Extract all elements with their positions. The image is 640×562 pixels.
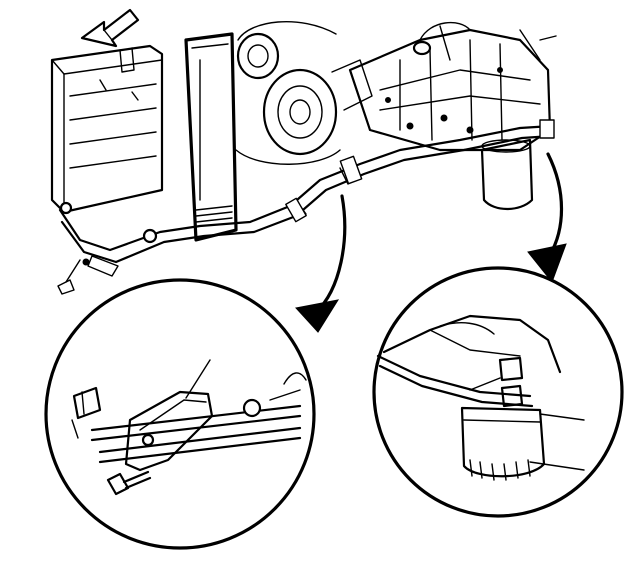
- engine-pulleys: [235, 21, 373, 165]
- engine-overview: [50, 8, 557, 295]
- upper-hose: [184, 32, 238, 242]
- right-filter-detail: [372, 266, 624, 518]
- callout-arrow-right-icon: [527, 152, 567, 284]
- radiator-fittings: [57, 201, 158, 295]
- left-bracket-detail: [44, 278, 316, 550]
- callout-arrow-left-icon: [295, 194, 347, 333]
- engine-manifold: [348, 21, 557, 152]
- cooler-lines: [58, 119, 555, 264]
- bolt-icon: [106, 470, 152, 496]
- front-direction-arrow-icon: [80, 8, 140, 48]
- radiator: [50, 44, 164, 214]
